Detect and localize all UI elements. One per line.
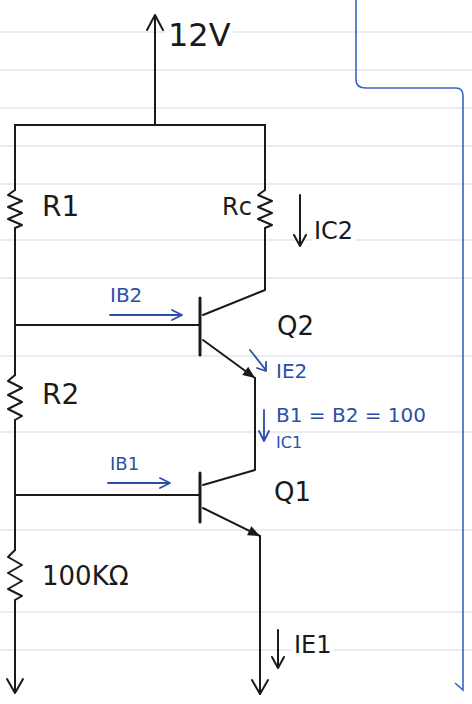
- ground-arrow: [252, 680, 268, 694]
- supply-voltage: 12V: [166, 18, 233, 53]
- supply-arrow: [147, 15, 163, 30]
- collector-wire: [203, 228, 265, 315]
- emitter-wire: [203, 508, 260, 694]
- current-arrow: [294, 195, 306, 246]
- transistor-label: Q1: [272, 478, 313, 507]
- current-label: IE1: [292, 632, 334, 658]
- ruling-line: [0, 278, 472, 279]
- transistor-base-bar: [199, 473, 202, 522]
- resistor-symbol: [8, 550, 22, 600]
- ruling-line: [0, 146, 472, 147]
- transistor-label: Q2: [275, 312, 316, 341]
- ruling-line: [0, 32, 472, 33]
- wire: [264, 125, 266, 190]
- wire: [203, 378, 255, 485]
- ruling-line: [0, 70, 472, 71]
- current-arrow: [250, 350, 266, 371]
- gain-note: B1 = B2 = 100: [274, 404, 428, 426]
- wire: [15, 420, 200, 550]
- resistor-value: 100KΩ: [40, 562, 131, 591]
- ruling-line: [0, 530, 472, 531]
- ruling-line: [0, 432, 472, 433]
- resistor-symbol: [258, 190, 272, 228]
- ruled-paper: [0, 32, 472, 650]
- top-wire: [15, 124, 265, 126]
- current-label: IE2: [274, 360, 309, 382]
- resistor-symbol: [8, 375, 22, 420]
- resistor-label: R2: [40, 380, 81, 411]
- resistor-label: Rc: [220, 194, 254, 220]
- emitter-arrowhead: [247, 526, 260, 536]
- emitter-arrowhead: [242, 367, 255, 378]
- current-arrow: [272, 630, 284, 668]
- current-label: IC1: [274, 434, 304, 452]
- supply-wire: [154, 17, 156, 125]
- ruling-line: [0, 240, 472, 241]
- ruling-line: [0, 650, 472, 651]
- current-arrow: [108, 478, 170, 488]
- wire: [14, 600, 16, 692]
- current-label: IB2: [108, 284, 144, 306]
- ground-arrow: [7, 679, 23, 693]
- resistor-label: R1: [40, 192, 81, 223]
- bracket-line: [356, 0, 463, 690]
- current-arrow: [259, 410, 269, 441]
- current-label: IB1: [108, 454, 141, 474]
- emitter-wire: [203, 340, 255, 378]
- resistor-symbol: [8, 190, 22, 228]
- ruling-line: [0, 108, 472, 109]
- ruling-line: [0, 612, 472, 613]
- wire: [14, 125, 16, 190]
- current-label: IC2: [312, 218, 355, 244]
- transistor-base-bar: [199, 298, 202, 355]
- ruling-line: [0, 184, 472, 185]
- ruling-line: [0, 356, 472, 357]
- wire: [15, 228, 200, 375]
- current-arrow: [110, 310, 182, 320]
